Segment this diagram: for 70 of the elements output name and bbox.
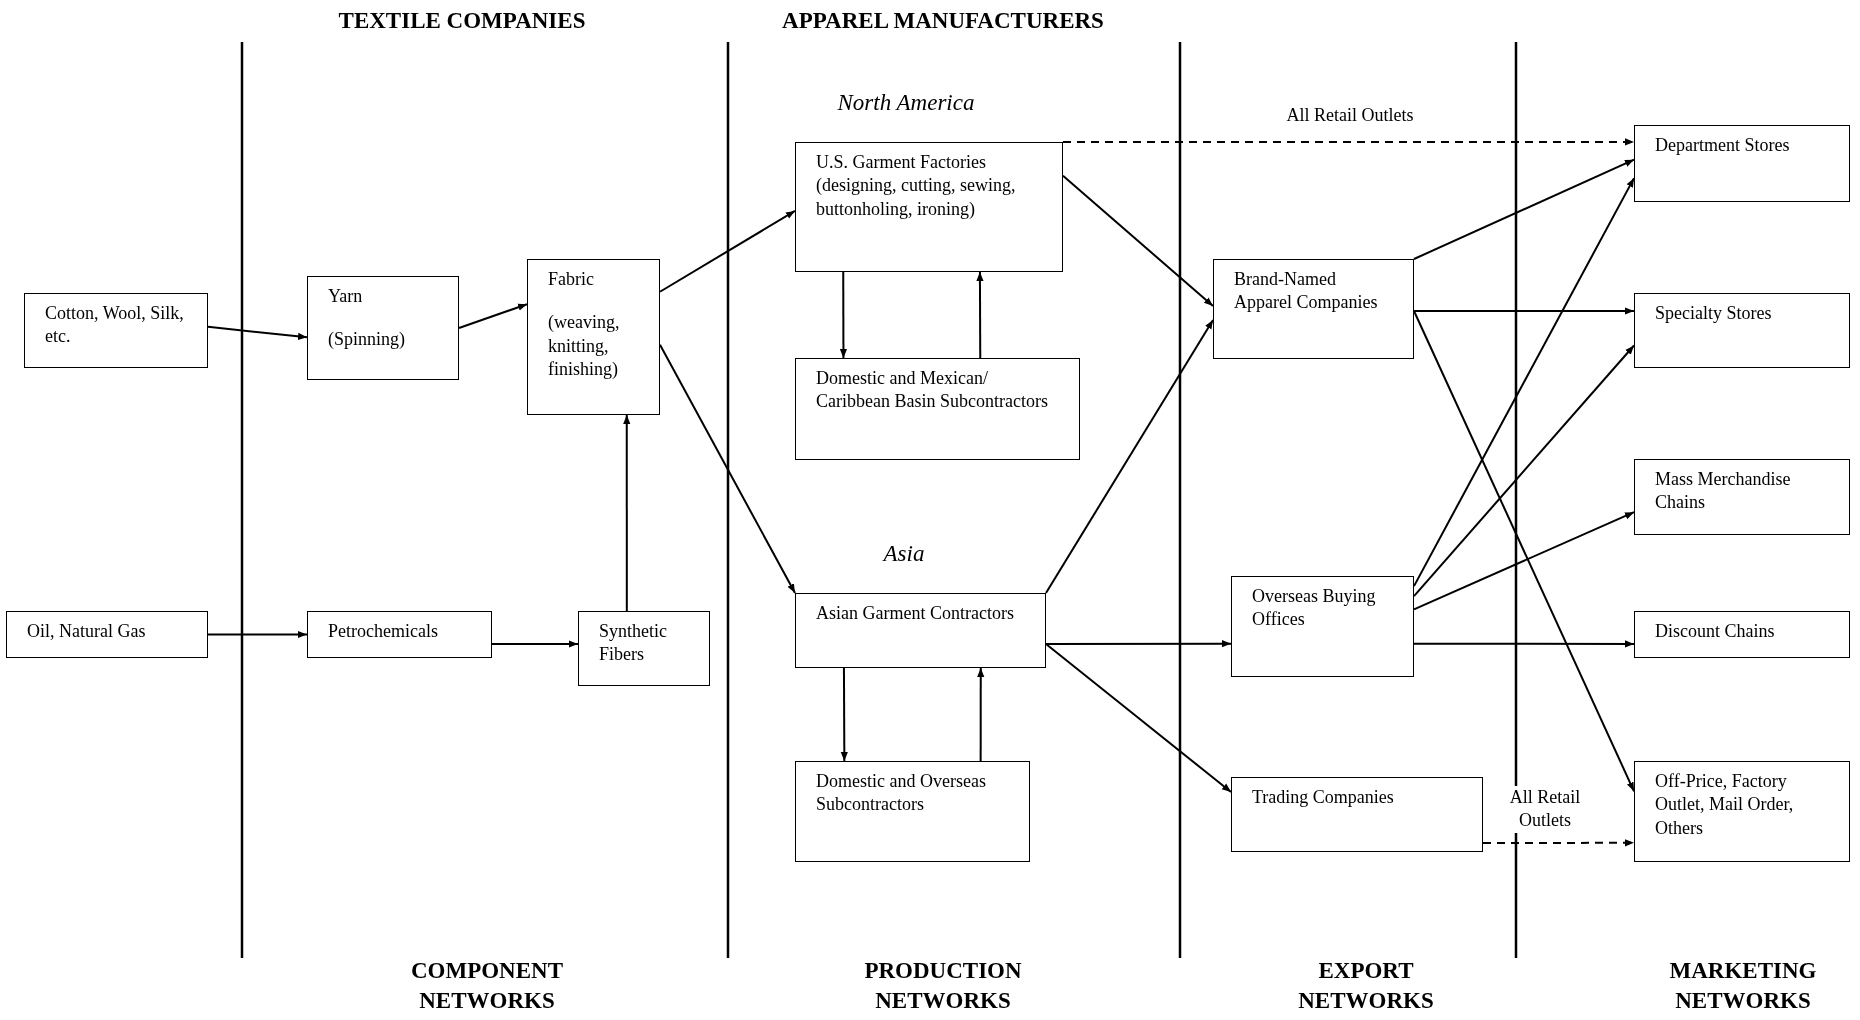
box-text: Domestic and Mexican/ Caribbean Basin Subcontractors (816, 367, 1049, 414)
arrow (1413, 640, 1635, 648)
arrow (458, 303, 528, 329)
process-box (578, 611, 710, 686)
box-text: Synthetic Fibers (599, 620, 668, 667)
arrow (977, 667, 985, 762)
box-text: Brand-Named Apparel Companies (1234, 268, 1379, 315)
box-text: Domestic and Overseas Subcontractors (816, 770, 987, 817)
box-text: U.S. Garment Factories (designing, cutting, sewing, buttonholing, ironing) (816, 151, 1017, 221)
process-box (24, 293, 208, 368)
arrow (839, 271, 848, 359)
arrow (1045, 643, 1232, 793)
section-heading: COMPONENT NETWORKS (409, 957, 565, 1015)
section-heading: EXPORT NETWORKS (1297, 957, 1435, 1015)
arrow (1413, 344, 1635, 598)
arrow (1062, 174, 1214, 307)
process-box (1213, 259, 1414, 359)
arrow (623, 414, 631, 612)
arrow (207, 325, 308, 340)
process-box (307, 611, 492, 658)
box-text: Trading Companies (1252, 786, 1395, 809)
box-text: Department Stores (1655, 134, 1791, 157)
process-box (1634, 125, 1850, 202)
box-text: Discount Chains (1655, 620, 1776, 643)
process-box (307, 276, 459, 380)
arrow (840, 667, 848, 762)
box-text: Off-Price, Factory Outlet, Mail Order, Others (1655, 770, 1795, 840)
arrow (1413, 511, 1635, 611)
box-text: Asian Garment Contractors (816, 602, 1015, 625)
box-text: Yarn (328, 285, 364, 308)
process-box (6, 611, 208, 658)
region-label: Asia (881, 540, 926, 568)
arrow (1045, 640, 1232, 648)
process-box (1231, 576, 1414, 677)
arrow (659, 209, 796, 293)
arrow (1045, 319, 1214, 594)
process-box (795, 593, 1046, 668)
arrow (1413, 158, 1635, 260)
box-text: Petrochemicals (328, 620, 439, 643)
box-text: Oil, Natural Gas (27, 620, 147, 643)
process-box (795, 761, 1030, 862)
process-box (527, 259, 660, 415)
region-label: North America (836, 89, 976, 117)
process-box (1634, 293, 1850, 368)
process-box (795, 142, 1063, 272)
arrow (1062, 138, 1635, 146)
process-box (1634, 459, 1850, 535)
process-box (795, 358, 1080, 460)
box-text: Cotton, Wool, Silk, etc. (45, 302, 185, 349)
section-heading: PRODUCTION NETWORKS (863, 957, 1023, 1015)
process-box (1634, 611, 1850, 658)
arrow (1482, 839, 1635, 847)
box-text: Mass Merchandise Chains (1655, 468, 1792, 515)
arrow (976, 271, 984, 359)
section-heading: MARKETING NETWORKS (1668, 957, 1818, 1015)
box-text: Overseas Buying Offices (1252, 585, 1377, 632)
arrow (491, 640, 579, 648)
section-heading: TEXTILE COMPANIES (337, 7, 587, 35)
arrow (1413, 177, 1635, 588)
arrow (1413, 310, 1635, 793)
box-text: Specialty Stores (1655, 302, 1773, 325)
box-text: (Spinning) (328, 328, 406, 352)
box-text: (weaving, knitting, finishing) (548, 311, 621, 382)
arrow (207, 630, 308, 639)
section-heading: APPAREL MANUFACTURERS (781, 7, 1105, 35)
box-text: Fabric (548, 268, 595, 291)
arrow (1413, 307, 1635, 315)
arrow (659, 343, 796, 594)
process-box (1231, 777, 1483, 852)
process-box (1634, 761, 1850, 862)
